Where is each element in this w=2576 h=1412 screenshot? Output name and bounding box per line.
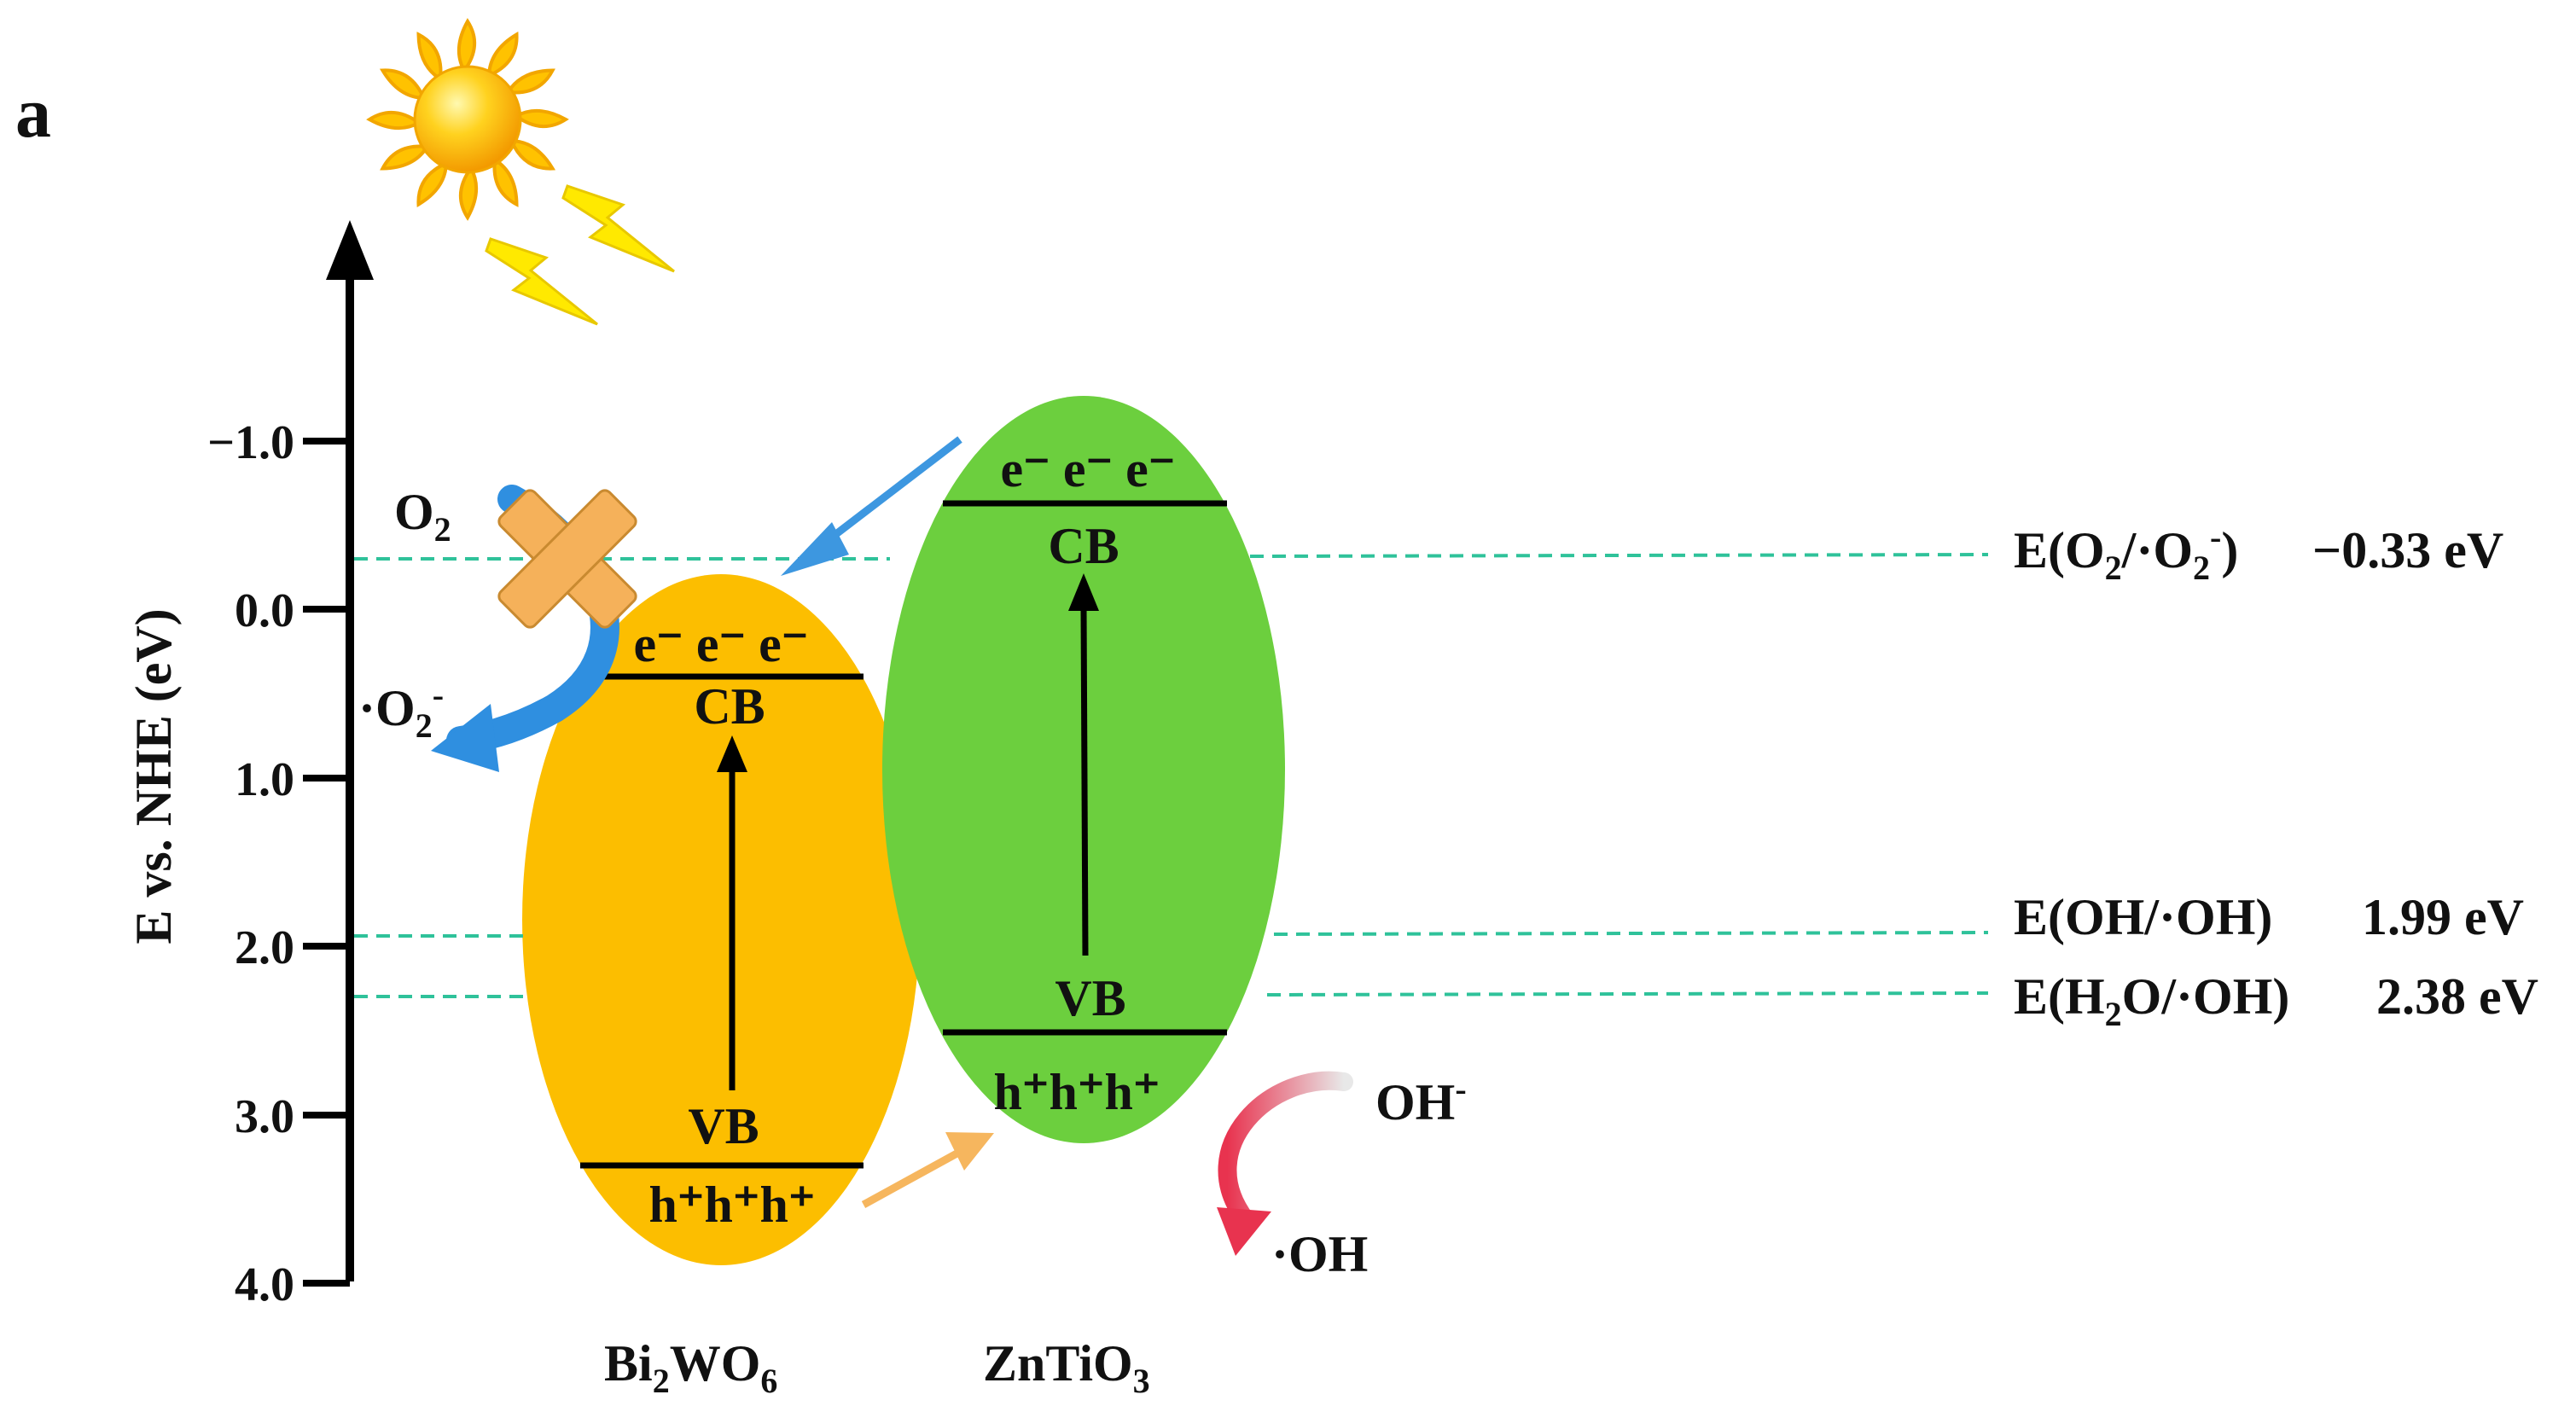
- tick-label: 0.0: [235, 584, 294, 637]
- bi2wo6-cb-label: CB: [694, 678, 765, 735]
- zntio3-electrons: e⁻ e⁻ e⁻: [1001, 441, 1176, 497]
- bi2wo6-vb-label: VB: [688, 1098, 759, 1154]
- reference-oh-value: 1.99 eV: [2362, 889, 2524, 945]
- bi2wo6-name: Bi2WO6: [604, 1335, 777, 1400]
- hydroxide-label: OH-: [1375, 1070, 1467, 1130]
- tick-label: 4.0: [235, 1258, 294, 1311]
- o2-label: O2: [394, 484, 451, 549]
- lightning-icon: [485, 184, 675, 326]
- electron-transfer-arrow: [781, 436, 962, 576]
- reference-h2o-label: E(H2O/·OH): [2014, 968, 2289, 1033]
- bi2wo6-levels: [580, 673, 864, 1169]
- reference-o2-label: E(O2/·O2-): [2014, 518, 2238, 587]
- bi2wo6-electrons: e⁻ e⁻ e⁻: [634, 616, 809, 672]
- reference-o2-value: −0.33 eV: [2312, 522, 2503, 578]
- sun-icon: [366, 18, 569, 221]
- reference-h2o-value: 2.38 eV: [2376, 968, 2538, 1025]
- zntio3-name: ZnTiO3: [983, 1335, 1150, 1400]
- hydroxyl-curved-arrow: [1217, 1071, 1353, 1256]
- superoxide-label: ·O2-: [358, 676, 444, 745]
- axis-label: E vs. NHE (eV): [125, 608, 182, 944]
- zntio3-vb-label: VB: [1055, 970, 1125, 1026]
- energy-axis: −1.0 0.0 1.0 2.0 3.0 4.0 E vs. NHE (eV): [125, 220, 374, 1311]
- hole-transfer-arrow: [861, 1132, 994, 1208]
- bi2wo6-holes: h⁺h⁺h⁺: [648, 1177, 815, 1233]
- zntio3-holes: h⁺h⁺h⁺: [993, 1064, 1160, 1120]
- zntio3-cb-label: CB: [1048, 518, 1119, 574]
- hydroxyl-radical-label: ·OH: [1271, 1226, 1368, 1282]
- tick-label: 3.0: [235, 1090, 294, 1143]
- reference-oh-label: E(OH/·OH): [2014, 889, 2272, 945]
- blocked-cross-icon: [497, 489, 637, 629]
- tick-label: 1.0: [235, 753, 294, 806]
- bi2wo6-band: [522, 574, 920, 1265]
- panel-label: a: [15, 73, 51, 153]
- zntio3-levels: [943, 500, 1227, 1036]
- tick-label: 2.0: [235, 921, 294, 974]
- tick-label: −1.0: [207, 416, 294, 469]
